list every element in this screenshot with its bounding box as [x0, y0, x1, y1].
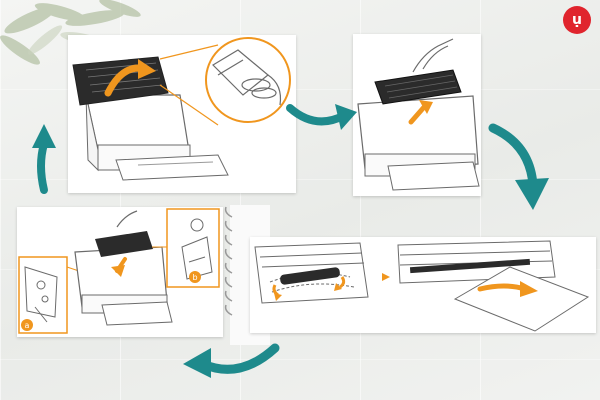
step-panel-remove-jammed-paper [250, 237, 596, 333]
badge-b-label: b [192, 273, 197, 282]
printer-open-cover-illustration [72, 37, 291, 181]
badge-a-label: a [25, 321, 30, 330]
printer-insert-cartridge-illustration: a b [18, 208, 220, 334]
step-panel-remove-cartridge [353, 34, 481, 196]
flow-arrow-3-to-1 [32, 124, 56, 194]
flow-arrow-2-to-4 [488, 123, 549, 210]
printer-remove-cartridge-illustration [357, 38, 480, 191]
brand-logo: ụ [563, 6, 591, 34]
step-panel-insert-cartridge: a b [17, 207, 223, 337]
flow-arrow-4-to-3 [183, 343, 280, 378]
printer-remove-paper-illustration [254, 240, 590, 332]
flow-arrow-1-to-2 [286, 104, 357, 130]
step-panel-open-cover [68, 35, 296, 193]
